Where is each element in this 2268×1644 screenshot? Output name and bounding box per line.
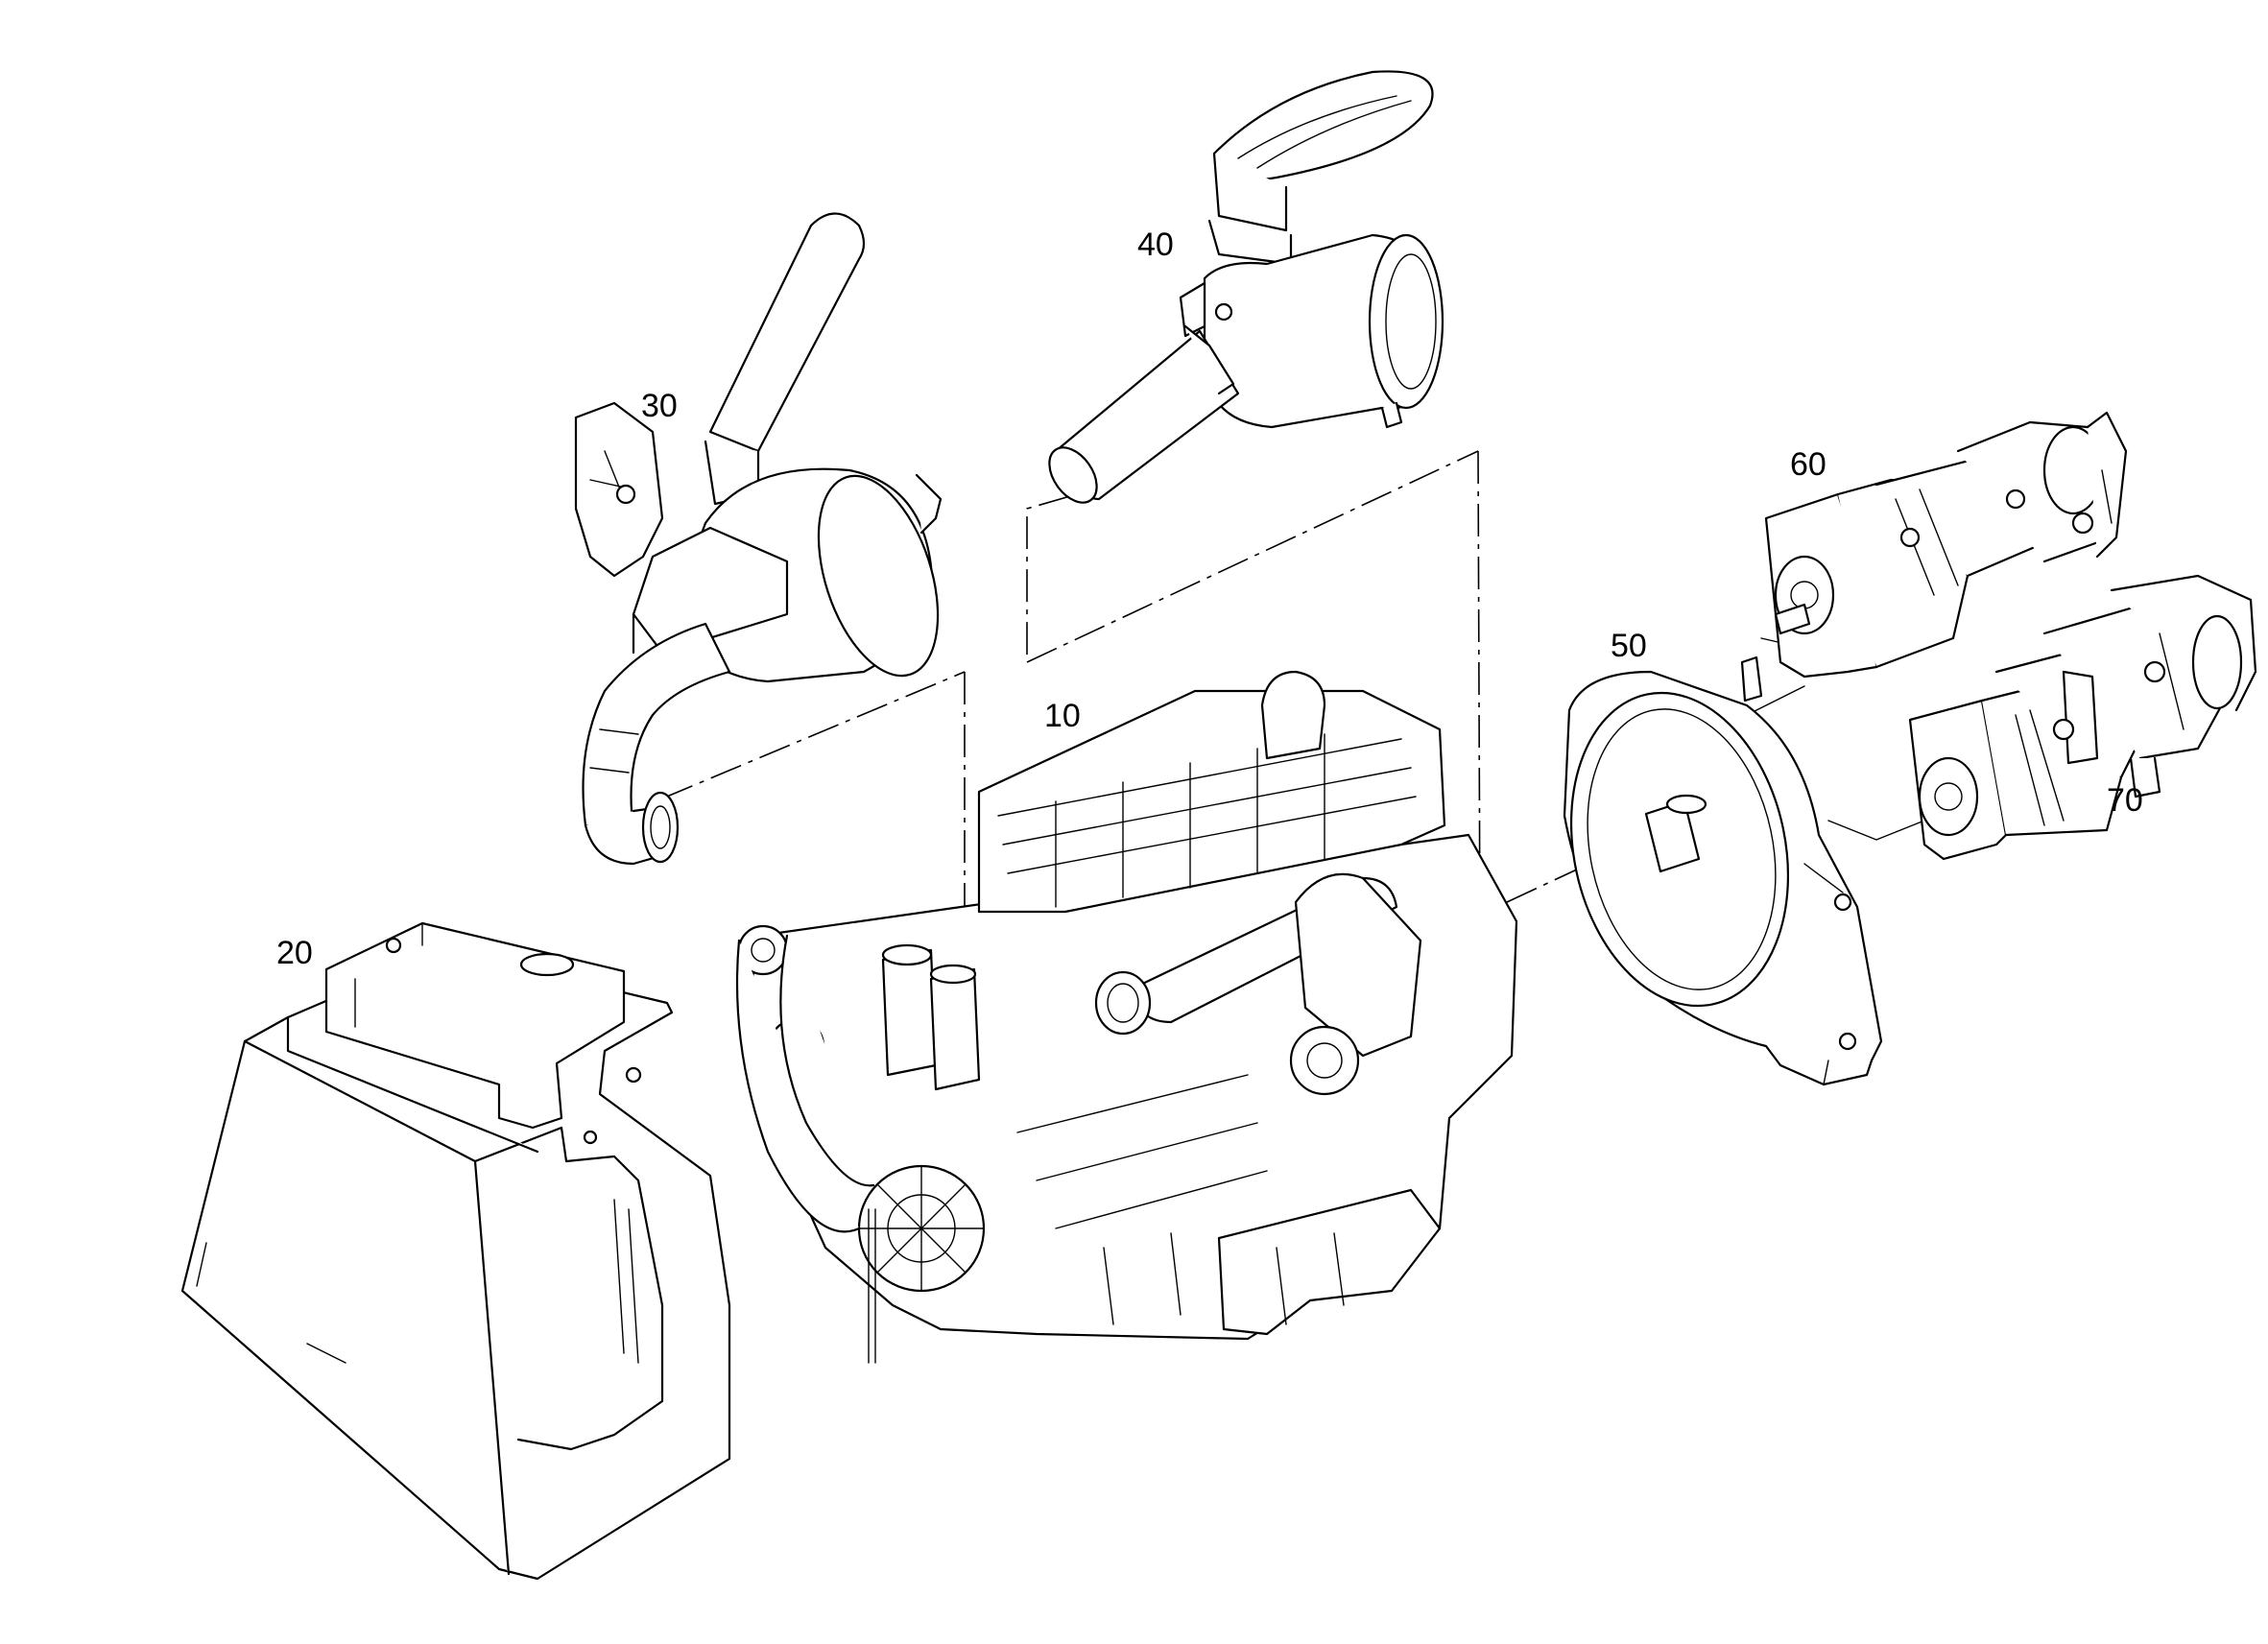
line-air-cleaner-engine xyxy=(1026,450,1479,663)
muffler-drawing xyxy=(574,212,943,866)
radiator-cowl-drawing xyxy=(180,921,731,1581)
hydraulic-pump-drawing xyxy=(1764,411,2128,679)
line-flywheel-pump70 xyxy=(1827,820,1925,841)
part-number-labels: 10 20 30 40 50 60 70 xyxy=(276,226,2143,971)
part-number-40: 40 xyxy=(1137,226,1174,263)
air-cleaner-drawing xyxy=(1048,70,1444,504)
part-number-20: 20 xyxy=(276,935,313,971)
engine-drawing xyxy=(735,670,1518,1364)
line-flywheel-pump60 xyxy=(1746,685,1805,716)
line-muffler-engine xyxy=(661,671,966,799)
part-number-60: 60 xyxy=(1790,446,1826,483)
part-number-30: 30 xyxy=(641,388,678,424)
part-number-70: 70 xyxy=(2107,782,2143,819)
flywheel-housing-drawing xyxy=(1563,655,1883,1086)
part-number-50: 50 xyxy=(1611,628,1647,664)
line-air-cleaner-left xyxy=(1026,495,1071,662)
part-number-10: 10 xyxy=(1044,698,1081,734)
hydraulic-pump-tandem-drawing xyxy=(1908,574,2257,861)
